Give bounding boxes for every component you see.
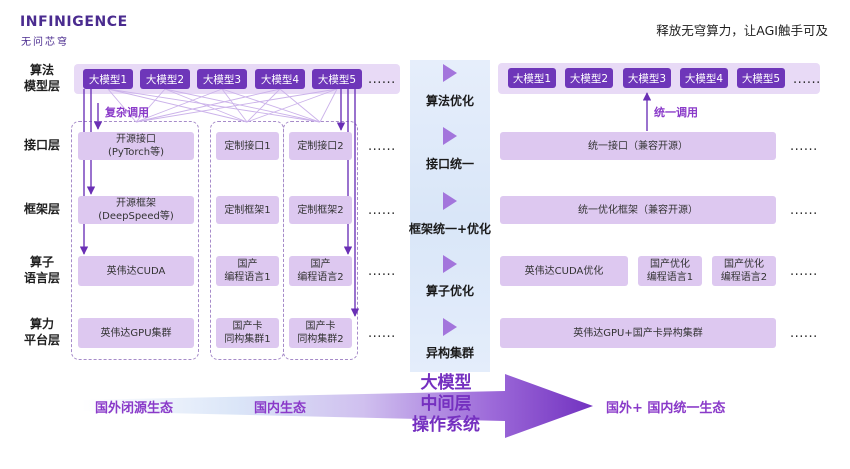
box-domestic-cluster-1: 国产卡 同构集群1 <box>216 318 279 348</box>
box-optimized-language-2: 国产优化 编程语言2 <box>712 256 776 286</box>
play-arrow-icon <box>443 192 457 210</box>
right-model-3: 大模型3 <box>623 68 671 88</box>
left-interface-ellipsis: ...... <box>368 138 396 154</box>
play-arrow-icon <box>443 318 457 336</box>
box-unified-framework: 统一优化框架（兼容开源） <box>500 196 776 224</box>
middleware-os-title: 大模型 中间层 操作系统 <box>412 373 480 435</box>
right-model-4: 大模型4 <box>680 68 728 88</box>
box-nvidia-cuda: 英伟达CUDA <box>78 256 194 286</box>
layer-label-platform: 算力 平台层 <box>23 317 60 347</box>
layer-label-interface: 接口层 <box>23 138 60 153</box>
right-model-5: 大模型5 <box>737 68 785 88</box>
left-model-5: 大模型5 <box>312 69 362 89</box>
play-arrow-icon <box>443 64 457 82</box>
box-domestic-language-1: 国产 编程语言1 <box>216 256 279 286</box>
left-operator-ellipsis: ...... <box>368 263 396 279</box>
right-model-2: 大模型2 <box>565 68 613 88</box>
step-interface-unification: 接口统一 <box>425 157 474 171</box>
left-framework-ellipsis: ...... <box>368 202 396 218</box>
box-domestic-language-2: 国产 编程语言2 <box>289 256 352 286</box>
left-model-3: 大模型3 <box>197 69 247 89</box>
box-cuda-optimization: 英伟达CUDA优化 <box>500 256 628 286</box>
box-heterogeneous-cluster: 英伟达GPU+国产卡异构集群 <box>500 318 776 348</box>
play-arrow-icon <box>443 255 457 273</box>
box-open-interface: 开源接口 (PyTorch等) <box>78 132 194 160</box>
right-operator-ellipsis: ...... <box>790 263 818 279</box>
right-framework-ellipsis: ...... <box>790 202 818 218</box>
box-custom-interface-2: 定制接口2 <box>289 132 352 160</box>
box-custom-framework-2: 定制框架2 <box>289 196 352 224</box>
step-heterogeneous-cluster: 异构集群 <box>425 346 474 360</box>
eco-domestic: 国内生态 <box>254 401 307 416</box>
box-unified-interface: 统一接口（兼容开源） <box>500 132 776 160</box>
step-algorithm-optimization: 算法优化 <box>425 94 474 108</box>
layer-label-operator: 算子 语言层 <box>23 255 60 285</box>
left-model-2: 大模型2 <box>140 69 190 89</box>
box-open-framework: 开源框架 (DeepSpeed等) <box>78 196 194 224</box>
layer-label-model: 算法 模型层 <box>23 63 60 93</box>
layer-label-framework: 框架层 <box>23 202 60 217</box>
left-platform-ellipsis: ...... <box>368 325 396 341</box>
play-arrow-icon <box>443 127 457 145</box>
step-framework-unification: 框架统一+优化 <box>408 222 492 236</box>
right-model-1: 大模型1 <box>508 68 556 88</box>
left-model-4: 大模型4 <box>255 69 305 89</box>
logo-wordmark: INFINIGENCE <box>20 14 128 30</box>
box-custom-interface-1: 定制接口1 <box>216 132 279 160</box>
eco-foreign-closed: 国外闭源生态 <box>95 401 174 416</box>
unified-call-label: 统一调用 <box>654 106 698 119</box>
left-model-1: 大模型1 <box>83 69 133 89</box>
box-custom-framework-1: 定制框架1 <box>216 196 279 224</box>
logo-chinese-name: 无问芯穹 <box>21 37 69 48</box>
right-model-ellipsis: ...... <box>793 71 821 87</box>
right-interface-ellipsis: ...... <box>790 138 818 154</box>
right-platform-ellipsis: ...... <box>790 325 818 341</box>
box-domestic-cluster-2: 国产卡 同构集群2 <box>289 318 352 348</box>
step-operator-optimization: 算子优化 <box>425 284 474 298</box>
box-nvidia-gpu-cluster: 英伟达GPU集群 <box>78 318 194 348</box>
box-optimized-language-1: 国产优化 编程语言1 <box>638 256 702 286</box>
eco-unified: 国外+ 国内统一生态 <box>606 401 726 416</box>
left-model-ellipsis: ...... <box>368 71 396 87</box>
complex-call-label: 复杂调用 <box>105 106 149 119</box>
slogan: 释放无穹算力，让AGI触手可及 <box>656 23 828 38</box>
